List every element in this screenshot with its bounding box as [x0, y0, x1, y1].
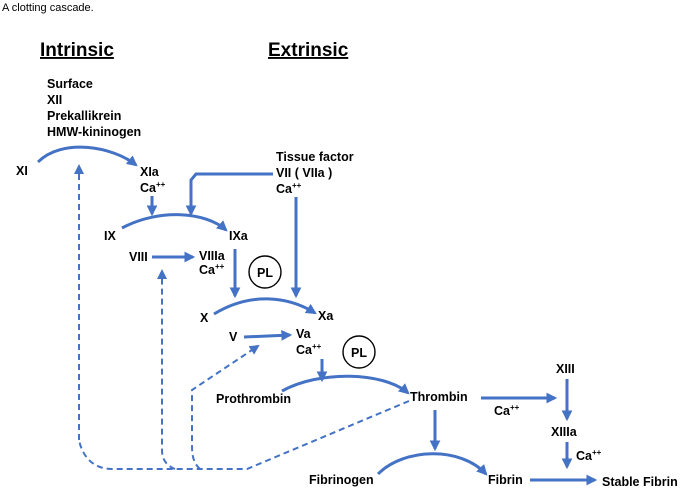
phospholipid-marker-1: PL [248, 255, 282, 289]
intrinsic-factor-prekallikrein: Prekallikrein [47, 109, 121, 123]
node-xi: XI [16, 164, 28, 178]
node-xiiia: XIIIa [551, 425, 578, 439]
extrinsic-header: Extrinsic [268, 40, 349, 61]
phospholipid-label-1: PL [257, 266, 273, 280]
node-stable-fibrin: Stable Fibrin [602, 475, 678, 489]
intrinsic-factor-surface: Surface [47, 77, 93, 91]
extrinsic-cofactor-ca: Ca++ [276, 181, 302, 196]
node-thrombin: Thrombin [410, 390, 468, 404]
node-v: V [229, 330, 238, 344]
phospholipid-marker-2: PL [342, 335, 376, 369]
node-va: Va [296, 327, 312, 341]
intrinsic-factor-xii: XII [47, 93, 62, 107]
node-xia: XIa [140, 165, 160, 179]
figure-caption: A clotting cascade. [2, 2, 94, 14]
cofactor-ca-viiia: Ca++ [199, 262, 225, 277]
cofactor-ca-xia: Ca++ [140, 180, 166, 195]
cofactor-ca-va: Ca++ [296, 342, 322, 357]
node-viiia: VIIIa [199, 249, 226, 263]
arrow-x-to-xa [213, 297, 317, 316]
node-xa: Xa [318, 309, 334, 323]
arrow-v-to-va [243, 329, 293, 341]
thrombin-feedback-to-v [191, 344, 260, 470]
node-x: X [200, 311, 209, 325]
arrow-extrinsic-to-ix [185, 172, 273, 217]
extrinsic-factor-tissue-factor: Tissue factor [276, 150, 354, 164]
extrinsic-factor-vii: VII ( VIIa ) [276, 166, 332, 180]
node-fibrinogen: Fibrinogen [309, 473, 374, 487]
cofactor-ca-xiiia: Ca++ [576, 448, 602, 463]
intrinsic-factor-hmw-kininogen: HMW-kininogen [47, 125, 141, 139]
cofactor-ca-thrombin: Ca++ [494, 403, 520, 418]
phospholipid-label-2: PL [351, 346, 367, 360]
arrow-xi-to-xia [36, 145, 138, 167]
thrombin-feedback-trunk [78, 400, 410, 470]
node-viii: VIII [129, 250, 148, 264]
thrombin-feedback-to-viii [157, 269, 176, 470]
node-ix: IX [104, 229, 116, 243]
node-fibrin: Fibrin [488, 473, 523, 487]
node-prothrombin: Prothrombin [216, 392, 291, 406]
arrow-ix-to-ixa [121, 213, 228, 232]
arrow-prothrombin-to-thrombin [281, 374, 410, 395]
node-xiii: XIII [556, 362, 575, 376]
intrinsic-header: Intrinsic [40, 40, 114, 61]
arrow-fibrinogen-to-fibrin [376, 452, 488, 476]
node-ixa: IXa [229, 229, 249, 243]
